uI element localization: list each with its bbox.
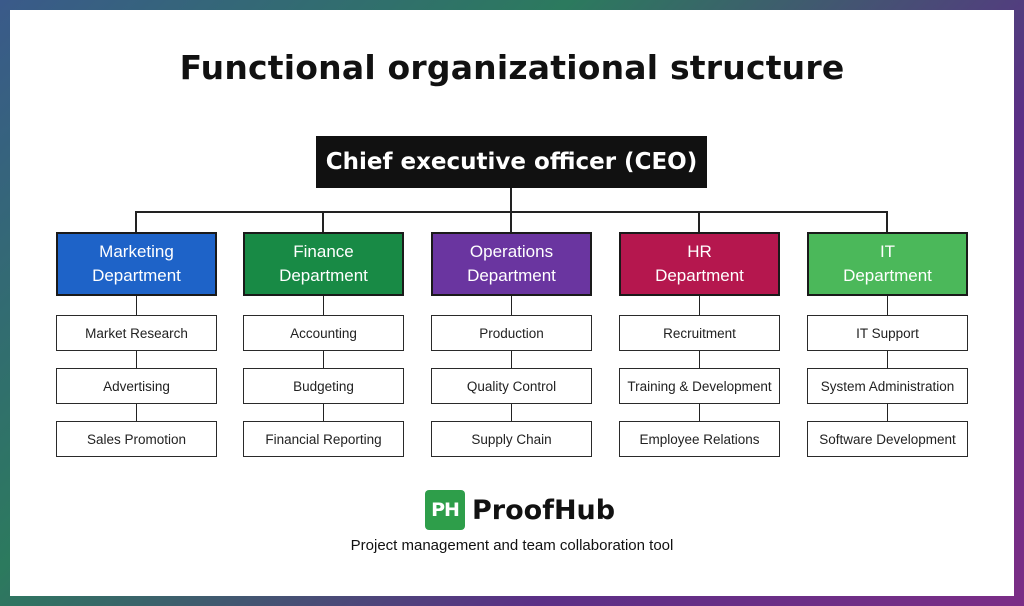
function-box: Financial Reporting (243, 421, 404, 457)
sub-connector (699, 296, 700, 421)
brand-name: ProofHub (472, 494, 616, 526)
sub-connector (136, 296, 137, 421)
dept-connector (886, 211, 888, 232)
department-label: Department (467, 266, 556, 285)
canvas (10, 10, 1014, 596)
department-label: Department (843, 266, 932, 285)
function-box: Training & Development (619, 368, 780, 404)
sub-connector (323, 296, 324, 421)
function-box: Employee Relations (619, 421, 780, 457)
function-box: Sales Promotion (56, 421, 217, 457)
dept-connector (322, 211, 324, 232)
function-box: Software Development (807, 421, 968, 457)
ceo-box: Chief executive officer (CEO) (316, 136, 707, 188)
department-name: Finance (293, 242, 354, 261)
department-label: Department (655, 266, 744, 285)
function-box: Budgeting (243, 368, 404, 404)
function-box: Production (431, 315, 592, 351)
function-box: IT Support (807, 315, 968, 351)
department-name: Operations (469, 242, 554, 261)
function-box: Quality Control (431, 368, 592, 404)
function-box: Recruitment (619, 315, 780, 351)
sub-connector (887, 296, 888, 421)
department-label: Department (279, 266, 368, 285)
dept-connector (135, 211, 137, 232)
department-name: HR (687, 242, 712, 261)
function-box: Accounting (243, 315, 404, 351)
department-name: Marketing (99, 242, 174, 261)
dept-connector (698, 211, 700, 232)
department-name: IT (879, 242, 896, 261)
function-box: Market Research (56, 315, 217, 351)
page-title: Functional organizational structure (179, 48, 845, 87)
dept-connector (510, 211, 512, 232)
function-box: Advertising (56, 368, 217, 404)
department-box: HR Department (619, 232, 780, 296)
function-box: Supply Chain (431, 421, 592, 457)
department-box: IT Department (807, 232, 968, 296)
proofhub-logo-icon: PH (425, 490, 465, 530)
ceo-connector (510, 188, 512, 212)
function-box: System Administration (807, 368, 968, 404)
brand-tagline: Project management and team collaboratio… (350, 537, 674, 554)
sub-connector (511, 296, 512, 421)
department-label: Department (92, 266, 181, 285)
